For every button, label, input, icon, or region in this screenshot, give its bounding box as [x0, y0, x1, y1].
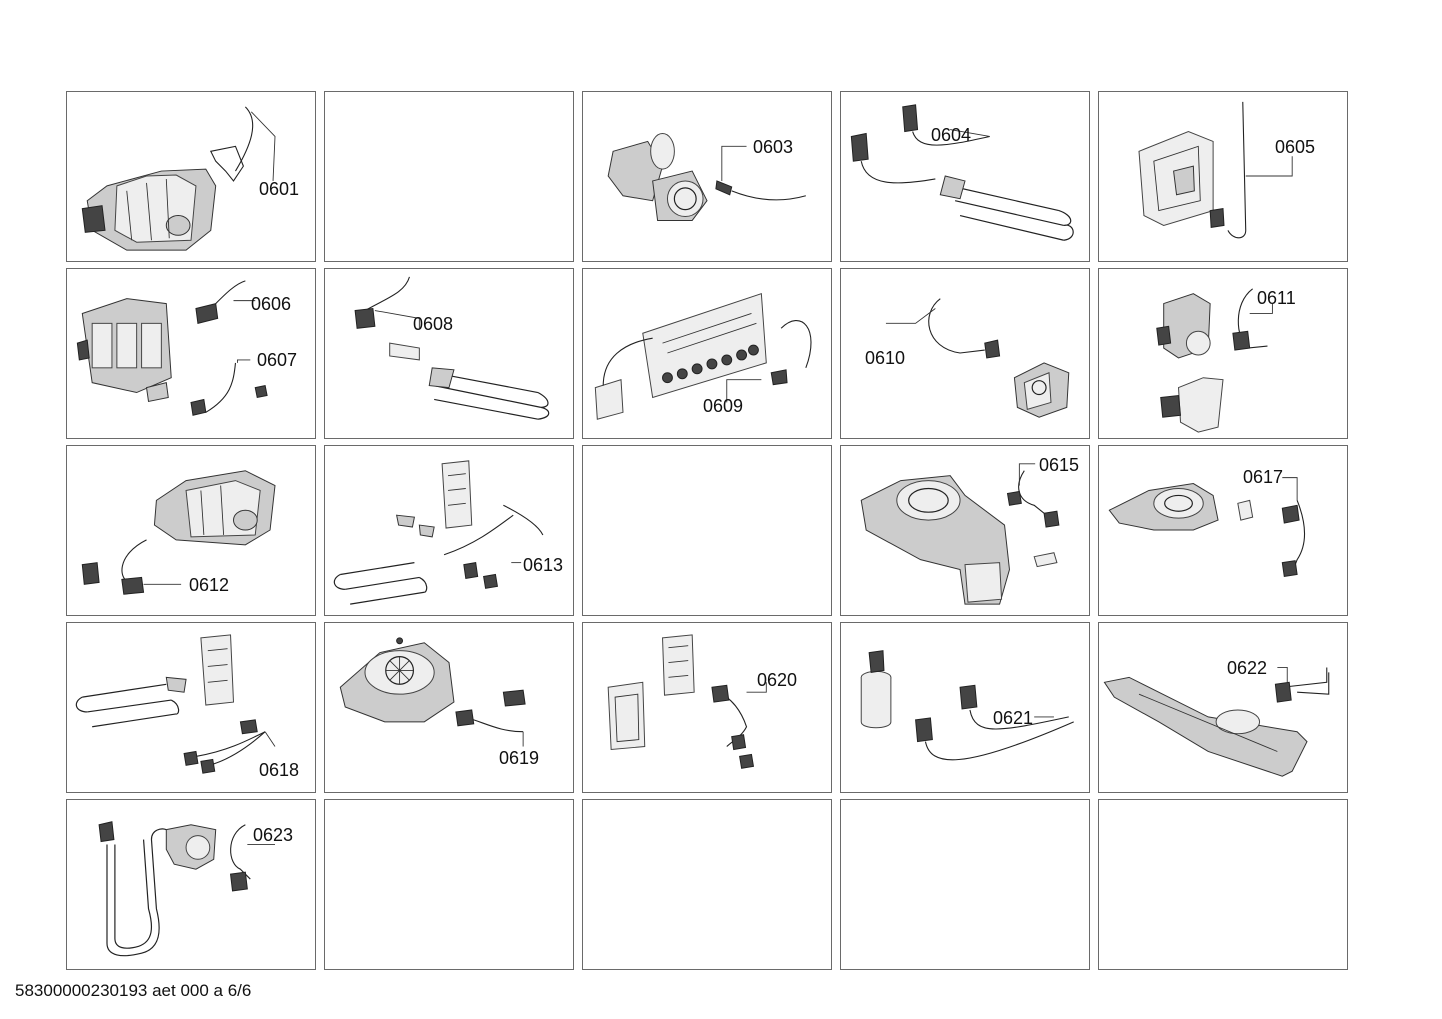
base-plate-drawing: [1103, 667, 1330, 777]
cell-0601[interactable]: 0601: [66, 91, 316, 262]
part-number-0601: 0601: [259, 179, 300, 199]
parts-grid: 0601 0603: [66, 91, 1360, 973]
cell-empty-5: [840, 799, 1090, 970]
valve-block-drawing: [76, 280, 268, 416]
part-number-0604: 0604: [931, 125, 972, 145]
cell-0622[interactable]: 0622: [1098, 622, 1348, 793]
motor-drawing-2: [81, 470, 276, 595]
cell-0609[interactable]: 0609: [582, 268, 832, 439]
heater-cable-drawing: [850, 104, 1074, 241]
electronics-drawing: [607, 634, 767, 769]
lock-switch-drawing: [885, 298, 1070, 418]
cell-empty-6: [1098, 799, 1348, 970]
fan-housing-drawing-2: [1108, 477, 1305, 578]
heater-module-drawing-2: [75, 634, 276, 774]
cell-0603[interactable]: 0603: [582, 91, 832, 262]
circuit-board-drawing: [594, 293, 812, 420]
part-number-0621: 0621: [993, 708, 1034, 728]
cell-0612[interactable]: 0612: [66, 445, 316, 616]
motor-drawing: [81, 106, 276, 251]
cell-0618[interactable]: 0618: [66, 622, 316, 793]
inlet-valve-drawing: [1156, 288, 1273, 433]
part-number-0619: 0619: [499, 748, 540, 768]
part-number-0623: 0623: [253, 825, 294, 845]
cell-0608[interactable]: 0608: [324, 268, 574, 439]
part-number-0607: 0607: [257, 350, 298, 370]
capacitor-drawing: [860, 650, 1074, 761]
cell-0620[interactable]: 0620: [582, 622, 832, 793]
heater-module-drawing: [333, 460, 544, 605]
drain-pump-drawing: [607, 133, 806, 221]
cell-0617[interactable]: 0617: [1098, 445, 1348, 616]
part-number-0611: 0611: [1257, 288, 1296, 308]
cell-0611[interactable]: 0611: [1098, 268, 1348, 439]
part-number-0606: 0606: [251, 294, 292, 314]
cell-0623[interactable]: 0623: [66, 799, 316, 970]
cell-0619[interactable]: 0619: [324, 622, 574, 793]
cell-0615[interactable]: 0615: [840, 445, 1090, 616]
cell-0621[interactable]: 0621: [840, 622, 1090, 793]
part-number-0605: 0605: [1275, 137, 1316, 157]
cell-0605[interactable]: 0605: [1098, 91, 1348, 262]
cell-empty-1: [324, 91, 574, 262]
part-number-0622: 0622: [1227, 658, 1268, 678]
cell-empty-3: [324, 799, 574, 970]
sheet-footer: 58300000230193 aet 000 a 6/6: [15, 981, 252, 1000]
part-number-0612: 0612: [189, 575, 230, 595]
pump-hose-drawing: [98, 821, 276, 957]
part-number-0620: 0620: [757, 670, 798, 690]
heating-element-drawing: [354, 276, 550, 420]
part-number-0618: 0618: [259, 760, 300, 780]
part-number-0617: 0617: [1243, 467, 1284, 487]
cell-0613[interactable]: 0613: [324, 445, 574, 616]
part-number-0615: 0615: [1039, 455, 1080, 475]
part-number-0608: 0608: [413, 314, 454, 334]
control-module-drawing: [1138, 101, 1293, 239]
fan-housing-drawing: [860, 463, 1060, 605]
part-number-0610: 0610: [865, 348, 906, 368]
cell-0604[interactable]: 0604: [840, 91, 1090, 262]
part-number-0613: 0613: [523, 555, 564, 575]
cell-empty-4: [582, 799, 832, 970]
blower-drawing: [339, 637, 526, 747]
cell-0606-0607[interactable]: 0606 0607: [66, 268, 316, 439]
cell-empty-2: [582, 445, 832, 616]
cell-0610[interactable]: 0610: [840, 268, 1090, 439]
part-number-0609: 0609: [703, 396, 744, 416]
part-number-0603: 0603: [753, 137, 794, 157]
